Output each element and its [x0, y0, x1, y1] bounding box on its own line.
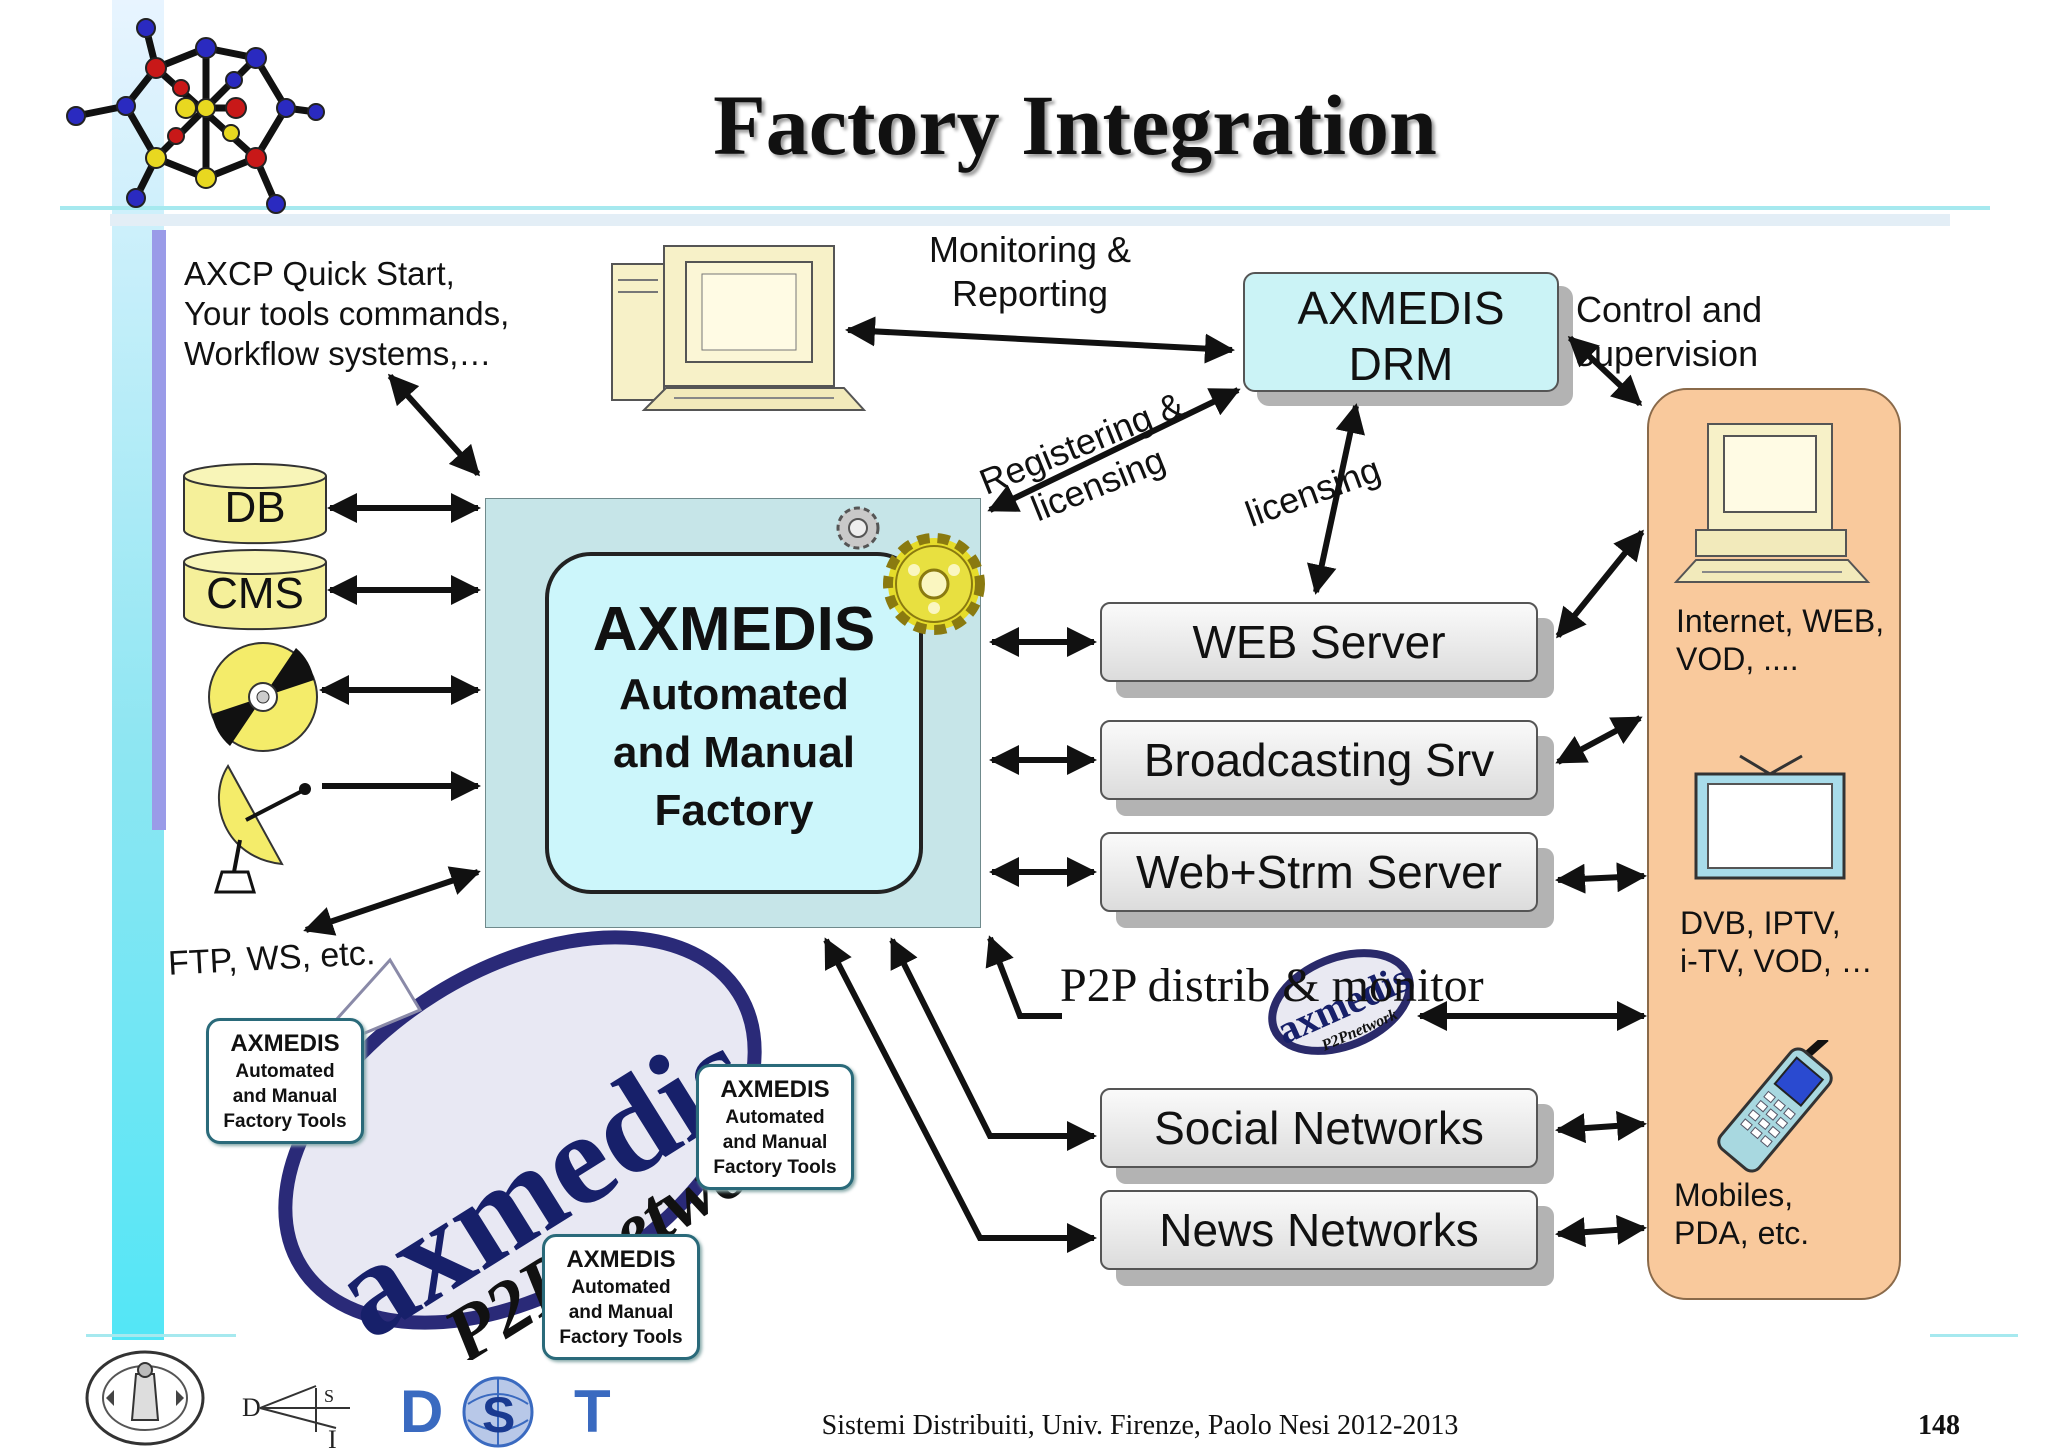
arrow-axcp-factory: [387, 373, 481, 477]
arrow-factory-p2p: [985, 935, 1062, 1019]
factory-line-2: and Manual: [612, 728, 856, 777]
monitoring-line-1: Monitoring &: [928, 229, 1132, 270]
monitoring-label: Monitoring & Reporting: [890, 228, 1170, 316]
factory-line-3: Factory: [654, 786, 814, 835]
arrow-broadcasting-clients: [1555, 715, 1643, 765]
p2p-distrib-label: P2P distrib & monitor: [1060, 959, 1484, 1012]
arrow-webstrm-clients: [1555, 862, 1647, 894]
page-number: 148: [1918, 1410, 1960, 1441]
cd-disc-icon: [208, 642, 318, 752]
tool-card-title: AXMEDIS: [230, 1030, 340, 1057]
svg-text:D: D: [400, 1378, 443, 1445]
tool-card-left: AXMEDIS Automated and Manual Factory Too…: [206, 1018, 364, 1144]
tool-card-line-2: and Manual: [722, 1132, 828, 1153]
monitoring-line-2: Reporting: [951, 273, 1109, 314]
server-news-networks: News Networks: [1100, 1190, 1538, 1270]
molecule-logo: [66, 18, 325, 214]
workstation-computer-icon: [611, 245, 867, 411]
svg-text:S: S: [482, 1387, 515, 1443]
footer-rule-right: [1930, 1334, 2018, 1337]
client-dvb-line-1: DVB, IPTV,: [1680, 905, 1841, 941]
arrow-factory-news: [823, 937, 1097, 1253]
control-label: Control and supervision: [1576, 288, 1796, 376]
axcp-line-1: AXCP Quick Start,: [184, 255, 455, 292]
tool-card-line-1: Automated: [725, 1107, 825, 1128]
server-social-networks: Social Networks: [1100, 1088, 1538, 1168]
drm-line-2: DRM: [1348, 338, 1454, 390]
control-line-1: Control and: [1576, 289, 1763, 330]
cms-label: CMS: [206, 569, 304, 618]
registering-label: Registering & licensing: [953, 375, 1227, 554]
client-mobiles-label: Mobiles, PDA, etc.: [1674, 1176, 1809, 1252]
cms-cylinder-icon: [183, 549, 327, 631]
licensing-label: licensing: [1239, 448, 1386, 535]
tool-card-title: AXMEDIS: [720, 1076, 830, 1103]
tool-card-bottom: AXMEDIS Automated and Manual Factory Too…: [542, 1234, 700, 1360]
arrow-webserver-clients: [1555, 529, 1645, 639]
header-rule: [60, 206, 1990, 210]
client-internet-line-2: VOD, ....: [1676, 641, 1799, 677]
axcp-line-3: Workflow systems,…: [184, 335, 492, 372]
client-internet-line-1: Internet, WEB,: [1676, 603, 1885, 639]
tool-card-line-3: Factory Tools: [223, 1111, 347, 1132]
server-web-strm: Web+Strm Server: [1100, 832, 1538, 912]
db-label: DB: [224, 483, 286, 532]
server-web: WEB Server: [1100, 602, 1538, 682]
tool-card-line-3: Factory Tools: [559, 1327, 683, 1348]
footer-rule-left: [86, 1334, 236, 1337]
db-cylinder-icon: [183, 463, 327, 545]
client-computer-icon: [1673, 423, 1871, 583]
gears-icon: [836, 506, 985, 635]
drm-line-1: AXMEDIS: [1297, 282, 1505, 334]
left-accent-bar: [152, 230, 166, 830]
svg-text:T: T: [574, 1378, 611, 1445]
tool-card-line-2: and Manual: [568, 1302, 674, 1323]
footer-text: Sistemi Distribuiti, Univ. Firenze, Paol…: [821, 1410, 1459, 1441]
factory-line-1: Automated: [619, 670, 849, 719]
university-seal-logo: [85, 1350, 205, 1446]
arrow-news-clients: [1555, 1214, 1647, 1248]
svg-text:S: S: [324, 1386, 334, 1406]
client-internet-label: Internet, WEB, VOD, ....: [1676, 602, 1884, 678]
client-mobiles-line-1: Mobiles,: [1674, 1177, 1794, 1213]
drm-box: AXMEDIS DRM: [1243, 272, 1559, 392]
client-dvb-label: DVB, IPTV, i-TV, VOD, …: [1680, 904, 1873, 980]
arrow-social-clients: [1555, 1110, 1647, 1144]
tool-card-line-3: Factory Tools: [713, 1157, 837, 1178]
tool-card-title: AXMEDIS: [566, 1246, 676, 1273]
client-dvb-line-2: i-TV, VOD, …: [1680, 943, 1873, 979]
p2p-small-logo: axmedis P2Pnetwork: [1268, 949, 1416, 1055]
slide-title: Factory Integration: [713, 77, 1437, 173]
factory-inner-box: AXMEDIS Automated and Manual Factory: [545, 552, 923, 894]
axcp-line-2: Your tools commands,: [184, 295, 510, 332]
svg-text:D: D: [242, 1393, 261, 1422]
client-mobiles-line-2: PDA, etc.: [1674, 1215, 1810, 1251]
axcp-text: AXCP Quick Start, Your tools commands, W…: [184, 254, 509, 374]
server-broadcasting: Broadcasting Srv: [1100, 720, 1538, 800]
arrow-monitoring-drm: [845, 316, 1235, 364]
tv-icon: [1694, 754, 1846, 880]
header-rule-shadow: [110, 214, 1950, 226]
dsi-logo: D S I: [242, 1385, 350, 1450]
tool-card-line-1: Automated: [571, 1277, 671, 1298]
tool-card-line-1: Automated: [235, 1061, 335, 1082]
control-line-2: supervision: [1576, 333, 1759, 374]
tool-card-right: AXMEDIS Automated and Manual Factory Too…: [696, 1064, 854, 1190]
mobile-phone-icon: [1717, 1040, 1833, 1173]
tool-card-line-2: and Manual: [232, 1086, 338, 1107]
factory-title: AXMEDIS: [592, 595, 876, 664]
satellite-dish-icon: [213, 764, 311, 894]
dist-logo: D S T: [400, 1376, 611, 1448]
svg-text:I: I: [328, 1425, 337, 1450]
